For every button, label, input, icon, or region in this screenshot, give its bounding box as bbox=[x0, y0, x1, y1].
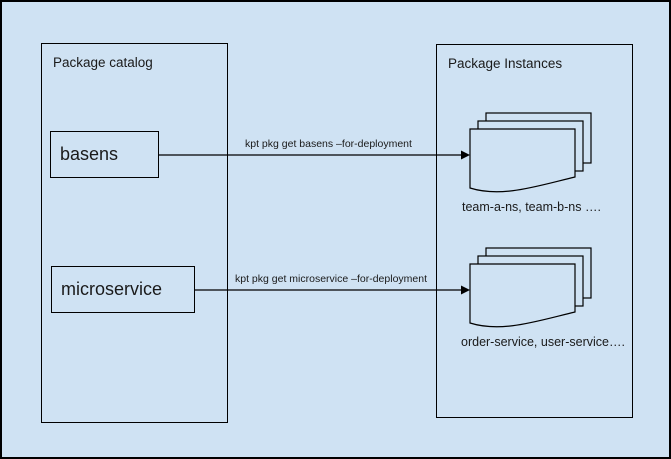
stack-caption-basens: team-a-ns, team-b-ns …. bbox=[462, 200, 601, 214]
node-basens: basens bbox=[50, 131, 159, 178]
package-instances-group: Package Instances bbox=[436, 44, 633, 418]
arrow-label-basens: kpt pkg get basens –for-deployment bbox=[245, 138, 412, 150]
node-microservice: microservice bbox=[51, 266, 195, 313]
node-basens-label: basens bbox=[60, 144, 119, 164]
package-stack-microservice-icon bbox=[469, 247, 592, 328]
package-catalog-group: Package catalog bbox=[41, 43, 228, 423]
arrow-basens bbox=[159, 150, 470, 160]
package-stack-basens-icon bbox=[469, 112, 592, 193]
package-instances-title: Package Instances bbox=[448, 56, 563, 71]
arrow-microservice bbox=[195, 285, 470, 295]
node-microservice-label: microservice bbox=[61, 279, 163, 299]
package-catalog-title: Package catalog bbox=[53, 55, 153, 70]
stack-caption-microservice: order-service, user-service…. bbox=[461, 335, 625, 349]
arrow-label-microservice: kpt pkg get microservice –for-deployment bbox=[235, 273, 427, 285]
